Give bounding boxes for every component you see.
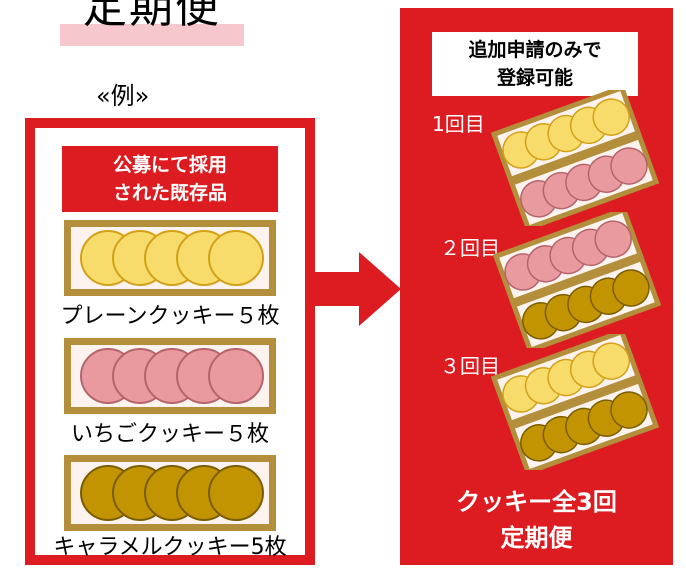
existing-products-header: 公募にて採用 された既存品	[62, 146, 278, 212]
strawberry-cookie-caption: いちごクッキー５枚	[70, 422, 269, 447]
page-title: 定期便	[83, 0, 221, 33]
subscription-header-line-2: 登録可能	[496, 67, 573, 89]
title-highlight	[60, 24, 244, 46]
subscription-footer-line-2: 定期便	[500, 524, 573, 552]
existing-products-header-line-2: された既存品	[112, 182, 227, 204]
round-1-label: 1回目	[432, 112, 485, 136]
round-2-label: ２回目	[440, 236, 500, 260]
right-arrow-icon	[315, 252, 401, 326]
subscription-header: 追加申請のみで 登録可能	[432, 32, 638, 96]
subscription-footer: クッキー全3回 定期便	[400, 484, 673, 556]
caramel-cookie-tray	[64, 455, 276, 531]
round-2-box	[492, 212, 662, 348]
caramel-cookie-caption: キャラメルクッキー5枚	[53, 535, 287, 560]
plain-cookie-icon	[80, 230, 264, 286]
strawberry-cookie-tray	[64, 338, 276, 414]
round-1-box	[490, 90, 660, 226]
subscription-header-line-1: 追加申請のみで	[468, 39, 602, 61]
example-label: «例»	[96, 82, 150, 110]
plain-cookie-tray	[64, 220, 276, 296]
round-3-box	[490, 334, 660, 470]
round-3-label: ３回目	[440, 354, 500, 378]
strawberry-cookie-icon	[80, 348, 264, 404]
caramel-cookie-icon	[80, 465, 264, 521]
subscription-footer-line-1: クッキー全3回	[456, 488, 617, 516]
plain-cookie-caption: プレーンクッキー５枚	[60, 304, 280, 329]
existing-products-header-line-1: 公募にて採用	[112, 154, 227, 176]
